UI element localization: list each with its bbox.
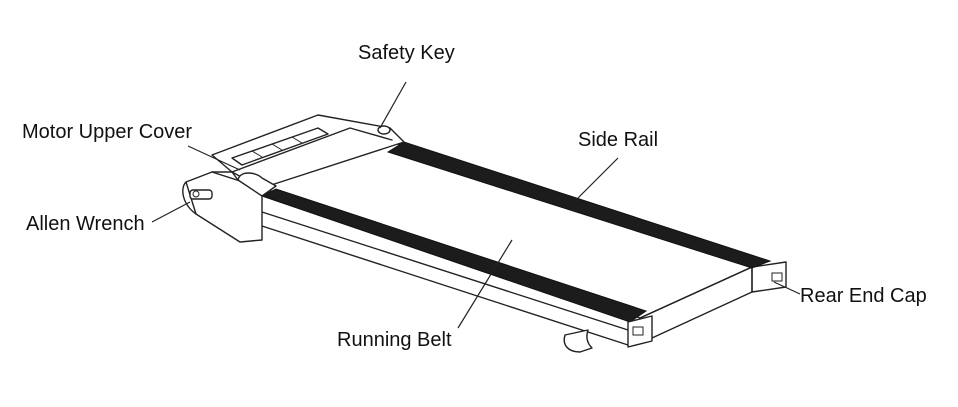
label-side-rail: Side Rail bbox=[578, 129, 659, 151]
leader-safety-key bbox=[379, 81, 407, 129]
label-running-belt: Running Belt bbox=[337, 329, 452, 351]
leader-side-rail bbox=[577, 157, 619, 199]
motor-housing bbox=[182, 114, 405, 243]
leader-allen-wrench bbox=[151, 201, 191, 223]
front-end-cap-block bbox=[627, 315, 653, 348]
label-allen-wrench: Allen Wrench bbox=[26, 213, 145, 235]
label-rear-end-cap: Rear End Cap bbox=[800, 285, 927, 307]
label-safety-key: Safety Key bbox=[358, 42, 455, 64]
leader-motor-upper-cover bbox=[187, 145, 241, 171]
leader-running-belt bbox=[457, 239, 513, 329]
label-motor-upper-cover: Motor Upper Cover bbox=[22, 121, 193, 143]
side-rail-far bbox=[386, 141, 772, 269]
side-rail-near bbox=[260, 188, 648, 323]
deck-foot bbox=[563, 329, 593, 353]
leader-rear-end-cap bbox=[773, 281, 801, 295]
